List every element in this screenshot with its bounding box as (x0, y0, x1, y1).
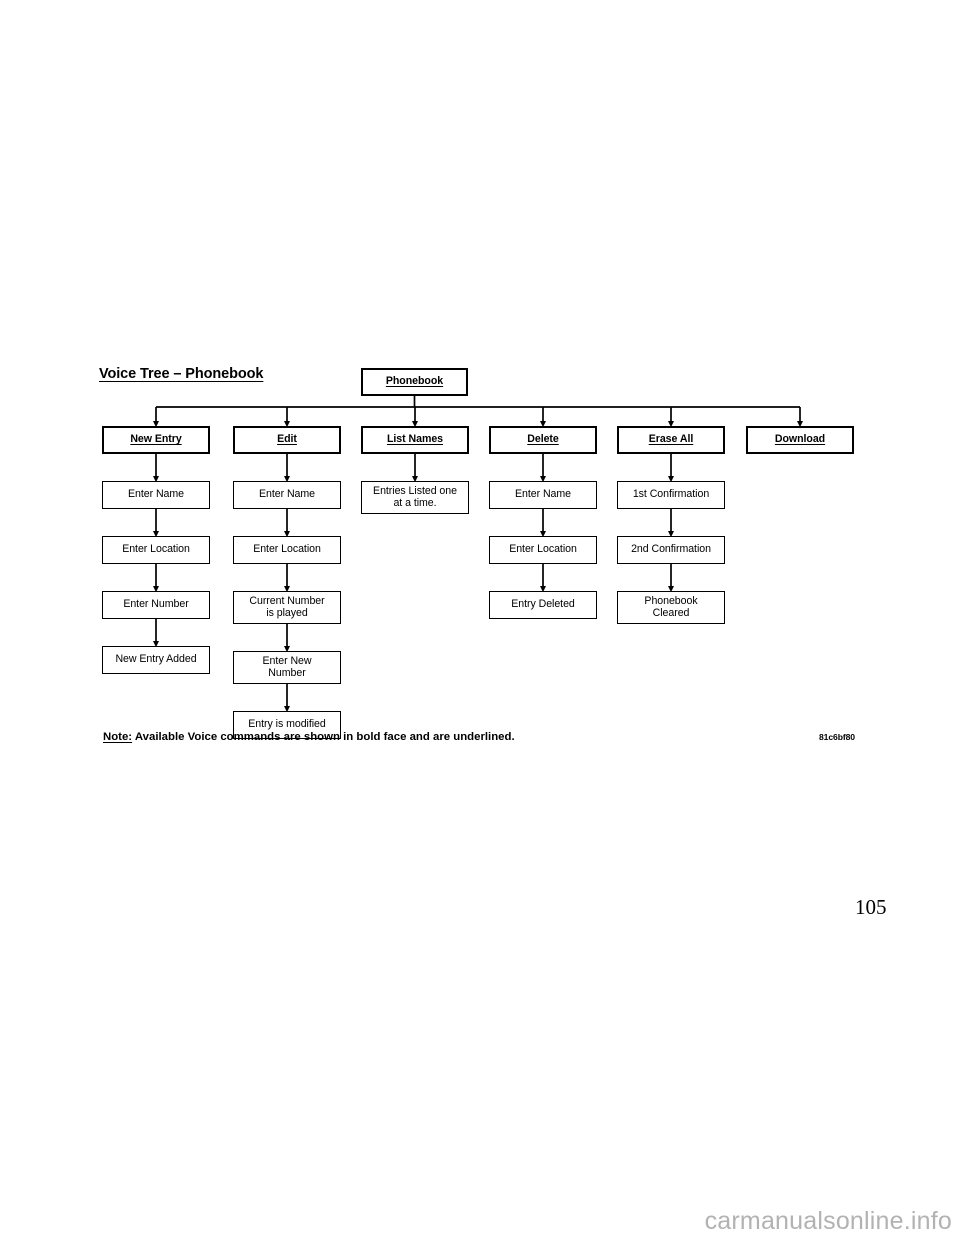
node-label: Enter New Number (262, 654, 312, 679)
node-new-entry-enter-location: Enter Location (102, 536, 210, 564)
node-list-names[interactable]: List Names (361, 426, 469, 454)
node-label: Enter Location (122, 543, 190, 556)
node-label: Enter Location (253, 543, 321, 556)
page-title: Voice Tree – Phonebook (99, 366, 264, 382)
node-label: Phonebook (385, 375, 444, 388)
figure-code: 81c6bf80 (819, 732, 855, 742)
node-label: Entry is modified (248, 718, 326, 731)
node-edit-entry-is-modified: Entry is modified (233, 711, 341, 739)
note-label: Note: (103, 731, 133, 743)
node-label: New Entry Added (115, 653, 197, 666)
node-erase-all[interactable]: Erase All (617, 426, 725, 454)
node-label: Enter Name (127, 488, 185, 501)
node-label: Delete (527, 433, 559, 446)
node-edit[interactable]: Edit (233, 426, 341, 454)
node-phonebook[interactable]: Phonebook (361, 368, 468, 396)
node-download[interactable]: Download (746, 426, 854, 454)
node-label: Entries Listed one at a time. (373, 484, 457, 509)
node-erase-all-2nd-confirmation: 2nd Confirmation (617, 536, 725, 564)
watermark: carmanualsonline.info (704, 1207, 952, 1235)
page-number: 105 (855, 895, 887, 919)
node-list-names-entries-listed-one-at-a-time: Entries Listed one at a time. (361, 481, 469, 514)
node-new-entry[interactable]: New Entry (102, 426, 210, 454)
node-delete[interactable]: Delete (489, 426, 597, 454)
node-new-entry-new-entry-added: New Entry Added (102, 646, 210, 674)
node-label: Erase All (648, 433, 694, 446)
node-label: Download (774, 433, 826, 446)
node-label: Enter Location (509, 543, 577, 556)
node-erase-all-1st-confirmation: 1st Confirmation (617, 481, 725, 509)
node-new-entry-enter-name: Enter Name (102, 481, 210, 509)
note-text: Note: Available Voice commands are shown… (103, 731, 515, 743)
node-delete-entry-deleted: Entry Deleted (489, 591, 597, 619)
node-new-entry-enter-number: Enter Number (102, 591, 210, 619)
node-label: Enter Name (258, 488, 316, 501)
node-label: 2nd Confirmation (631, 543, 711, 556)
node-label: Edit (277, 433, 297, 446)
node-erase-all-phonebook-cleared: Phonebook Cleared (617, 591, 725, 624)
note-body: Available Voice commands are shown in bo… (132, 731, 515, 743)
node-label: List Names (386, 433, 444, 446)
node-label: New Entry (130, 433, 182, 446)
node-edit-enter-name: Enter Name (233, 481, 341, 509)
node-label: Enter Number (123, 598, 189, 611)
node-edit-current-number-is-played: Current Number is played (233, 591, 341, 624)
node-label: Entry Deleted (511, 598, 575, 611)
diagram-connectors (152, 396, 804, 713)
node-label: 1st Confirmation (632, 488, 710, 501)
node-edit-enter-location: Enter Location (233, 536, 341, 564)
node-delete-enter-location: Enter Location (489, 536, 597, 564)
note-row: Note: Available Voice commands are shown… (103, 731, 855, 743)
node-label: Current Number is played (249, 594, 325, 619)
node-delete-enter-name: Enter Name (489, 481, 597, 509)
node-label: Enter Name (514, 488, 572, 501)
node-label: Phonebook Cleared (644, 594, 698, 619)
node-edit-enter-new-number: Enter New Number (233, 651, 341, 684)
